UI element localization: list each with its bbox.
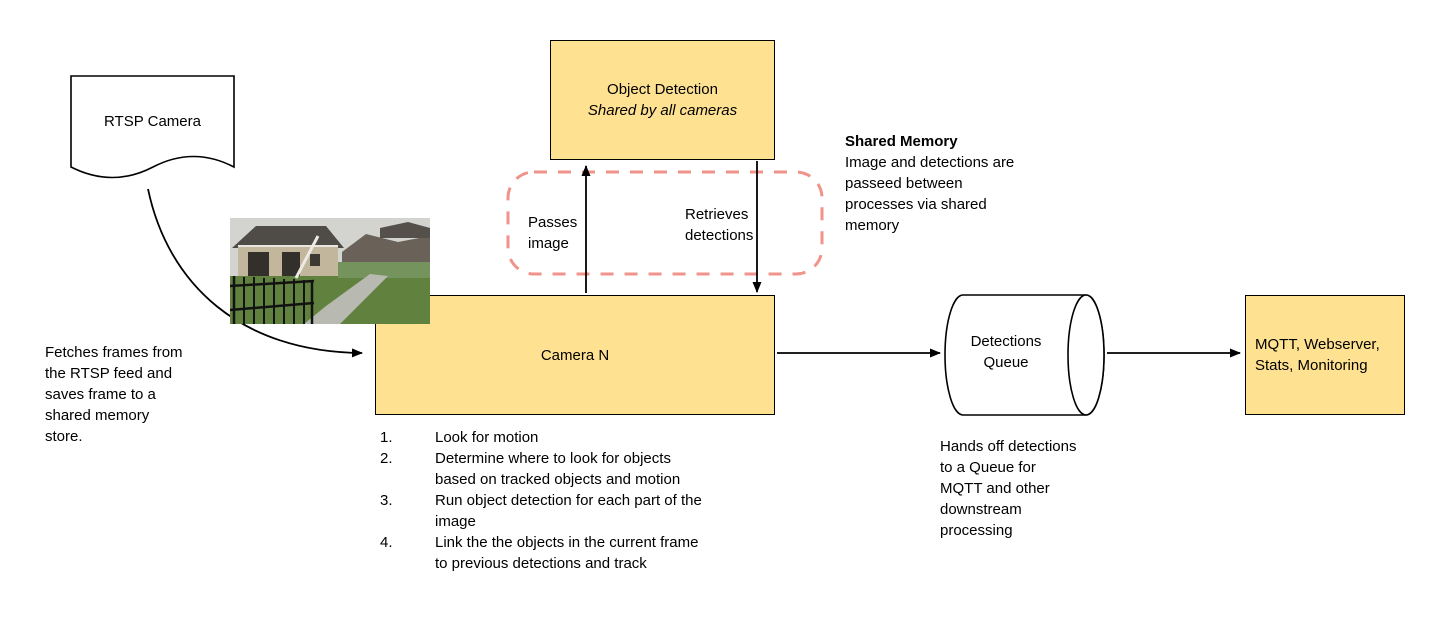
node-detections-queue [943,293,1108,417]
retrieves-detections-label: Retrieves detections [685,204,755,246]
queue-handoff-note: Hands off detections to a Queue for MQTT… [940,438,1077,539]
step-text: Run object detection for each part of th… [435,492,702,530]
camera-step-1: 1. Look for motion [380,427,707,448]
camera-step-2: 2. Determine where to look for objects b… [380,448,707,490]
camera-n-label: Camera N [540,346,610,364]
passes-image-label: Passes image [528,212,584,254]
shared-memory-note: Shared Memory Image and detections are p… [845,131,1030,236]
camera-step-4: 4. Link the the objects in the current f… [380,532,707,574]
step-number: 4. [380,534,393,551]
snapshot-background-houses [342,222,430,262]
snapshot-main-house [232,226,344,280]
camera-n-steps: 1. Look for motion 2. Determine where to… [380,427,707,574]
step-text: Determine where to look for objects base… [435,450,681,488]
step-text: Look for motion [435,429,539,446]
shared-memory-body: Image and detections are passeed between… [845,154,1015,234]
camera-step-3: 3. Run object detection for each part of… [380,490,707,532]
node-object-detection: Object Detection Shared by all cameras [550,40,775,160]
rtsp-fetch-note: Fetches frames from the RTSP feed and sa… [45,344,183,445]
node-outputs: MQTT, Webserver, Stats, Monitoring [1245,295,1405,415]
queue-cylinder-icon [944,294,1105,416]
rtsp-camera-label: RTSP Camera [104,113,201,130]
detections-queue-label: Detections Queue [970,333,1042,371]
camera-snapshot-image [230,218,430,324]
step-text: Link the the objects in the current fram… [435,534,699,572]
node-camera-n: Camera N [375,295,775,415]
object-detection-subtitle: Shared by all cameras [587,102,738,119]
step-number: 2. [380,450,393,467]
outputs-label: MQTT, Webserver, Stats, Monitoring [1255,336,1380,374]
step-number: 3. [380,492,393,509]
shared-memory-title: Shared Memory [845,133,958,150]
node-rtsp-camera: RTSP Camera [70,75,235,195]
document-shape-icon [70,75,235,179]
object-detection-title: Object Detection [607,81,718,98]
step-number: 1. [380,429,393,446]
